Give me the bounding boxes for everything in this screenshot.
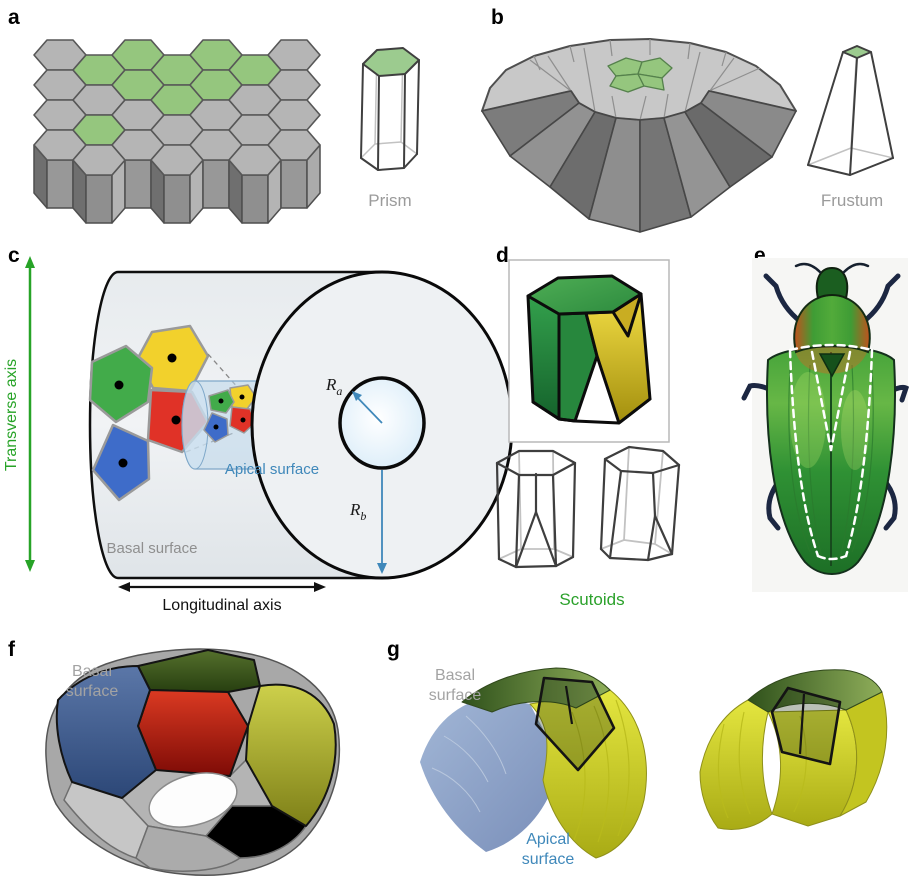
wedge-yellow-striations xyxy=(571,699,630,843)
tube-render xyxy=(45,648,341,876)
prism-top-face xyxy=(362,47,420,77)
panel-letter-c: c xyxy=(8,244,20,267)
wedge2-yellow-right xyxy=(839,691,888,817)
beetle-sheen xyxy=(841,390,869,470)
transverse-axis-label: Transverse axis xyxy=(3,359,20,471)
tube-cell-blue xyxy=(55,665,157,799)
prism-caption: Prism xyxy=(368,191,411,210)
scutoids-caption: Scutoids xyxy=(559,590,624,609)
panel-d: d Sc xyxy=(495,244,681,609)
apical-surface-label: Apical surface xyxy=(225,461,319,478)
transverse-axis-arrow xyxy=(25,256,35,572)
tissue-side-face xyxy=(241,174,269,224)
scutoid-wireframe-left xyxy=(495,449,577,569)
prism-icon xyxy=(360,47,420,171)
beetle-head xyxy=(815,266,849,300)
wedge-apical-striations xyxy=(431,715,507,813)
tissue-skirt xyxy=(481,90,797,233)
longitudinal-axis-arrow xyxy=(118,582,326,592)
panel-c: c Transverse axis Ra xyxy=(3,244,514,614)
panel-letter-d: d xyxy=(496,244,509,267)
wedge-basal-band xyxy=(461,667,611,713)
tissue-side-face xyxy=(85,174,113,224)
prism-tissue-top xyxy=(33,39,321,176)
panel-letter-a: a xyxy=(8,6,20,29)
tube-hole xyxy=(148,772,238,828)
tissue-side-face xyxy=(163,174,191,224)
wedge2-yellow-left xyxy=(699,699,773,830)
panel-b: b xyxy=(481,6,894,233)
scutoid-solid xyxy=(526,274,652,425)
beetle-elytra-striations xyxy=(788,364,874,559)
wedge-left xyxy=(420,667,647,859)
panel-letter-b: b xyxy=(491,6,504,29)
frustum-icon xyxy=(807,45,894,176)
beetle-photo xyxy=(741,262,910,575)
wedge-right xyxy=(699,669,888,830)
tube-cell-yellow xyxy=(245,683,337,827)
tube-cell-gray-right xyxy=(205,805,307,859)
wedge2-scutoid-cell-edge xyxy=(798,693,806,755)
scutoid-dashed-overlay xyxy=(788,343,874,561)
wedge2-scutoid-cell xyxy=(770,686,842,766)
wedge-scutoid-cell-edge xyxy=(564,685,574,725)
wedge2-basal-band xyxy=(747,669,883,713)
radius-a-arrow xyxy=(352,391,383,424)
radius-b-arrow xyxy=(377,470,387,574)
tissue-green-cluster xyxy=(607,57,673,93)
frustum-caption: Frustum xyxy=(821,191,883,210)
basal-surface-label: Basal surface xyxy=(107,540,198,557)
frustum-tissue xyxy=(481,38,797,233)
basal-cell-dots xyxy=(114,353,181,468)
scutoid-wireframe-right xyxy=(599,445,681,562)
beetle-antennae xyxy=(794,262,870,274)
wedge-apical-surface xyxy=(420,696,560,852)
tissue-side-face xyxy=(46,159,74,209)
beetle-scutellum xyxy=(818,353,846,378)
scutoid-top-face xyxy=(526,274,643,316)
tissue-wedge-face xyxy=(700,90,797,158)
beetle-sheen xyxy=(790,372,826,468)
wedge-scutoid-cell xyxy=(534,676,616,772)
panel-e: e xyxy=(741,244,910,592)
radius-a-label: Ra xyxy=(325,375,342,398)
wedge-yellow-face xyxy=(529,689,647,859)
tube-cell-red xyxy=(137,689,249,777)
longitudinal-axis-label: Longitudinal axis xyxy=(162,597,281,614)
apical-cell-dots xyxy=(213,394,246,430)
tissue-side-face xyxy=(202,159,230,209)
panel-letter-g: g xyxy=(387,638,400,661)
radius-b-label: Rb xyxy=(349,500,366,523)
panel-letter-f: f xyxy=(8,638,16,661)
panel-letter-e: e xyxy=(754,244,766,267)
tissue-side-face xyxy=(280,159,308,209)
tissue-side-face xyxy=(124,159,152,209)
panel-a: a xyxy=(8,6,420,224)
frustum-top-face xyxy=(842,45,872,59)
